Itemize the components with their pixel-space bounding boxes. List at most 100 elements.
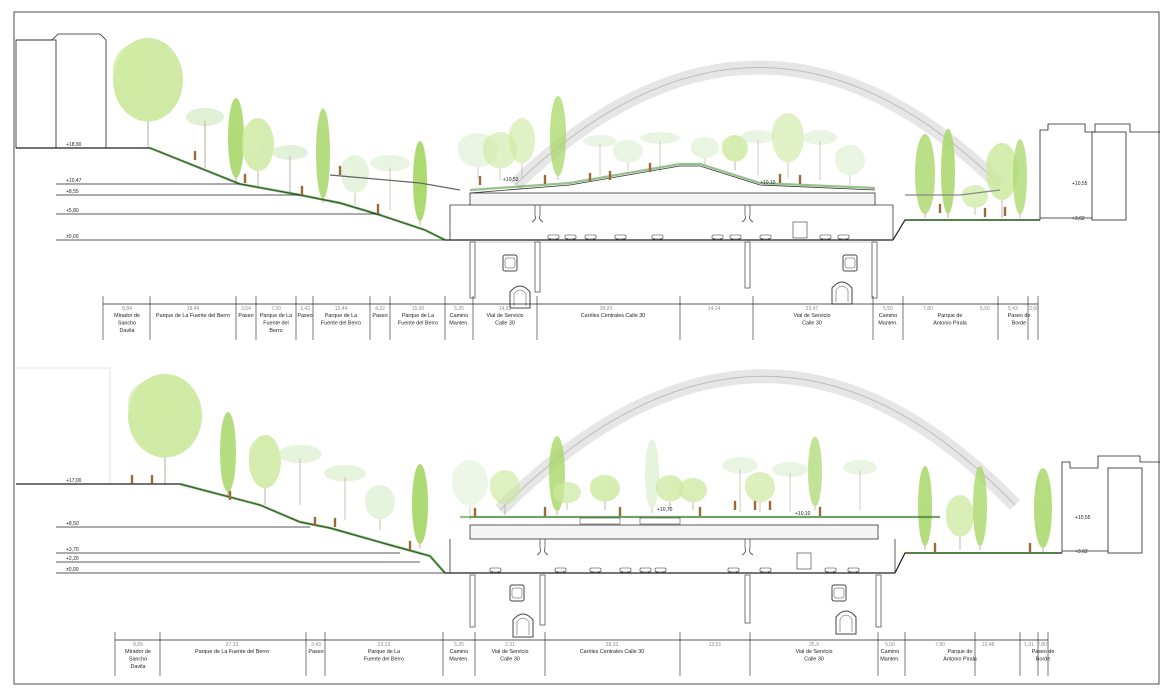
- person-figure: [778, 173, 782, 183]
- level-label: +3,62: [1075, 549, 1088, 555]
- tree: [509, 118, 535, 178]
- zone-label: Paseo: [372, 313, 387, 319]
- vehicle: [589, 567, 602, 574]
- dimension-value: 13,48: [982, 642, 995, 648]
- dimension-value: 5,50: [883, 306, 893, 312]
- section-bottom: +17,00 +8,50 +3,70 +2,20 ±0,00 +10,55 +3…: [16, 367, 1160, 676]
- dimension-value: 8,89: [133, 642, 143, 648]
- tree: [249, 435, 281, 505]
- tree: [918, 466, 932, 550]
- tree: [550, 96, 566, 180]
- dimension-value: 4,32: [375, 306, 385, 312]
- level-label: ±0,00: [66, 234, 79, 240]
- zone-label: Paseo: [297, 313, 312, 319]
- tree: [722, 457, 758, 512]
- bridge-arch-outline: [499, 375, 1016, 511]
- tree: [772, 113, 804, 178]
- person-figure: [798, 174, 802, 184]
- left-building: [16, 367, 111, 484]
- dimension-value: 2,60: [1029, 306, 1039, 312]
- person-figure: [408, 540, 412, 550]
- person-figure: [608, 170, 612, 180]
- vehicle: [711, 234, 724, 241]
- zone-label: Carriles Centrales Calle 30: [581, 313, 645, 319]
- level-label: +10,55: [1072, 181, 1088, 187]
- level-label: +8,50: [66, 521, 79, 527]
- dimension-value: 23,47: [806, 306, 819, 312]
- sheet-border: [13, 11, 1160, 685]
- person-figure: [376, 203, 380, 213]
- tree: [645, 439, 659, 513]
- level-label: +18,90: [66, 142, 82, 148]
- tree: [370, 155, 410, 210]
- vehicle: [792, 221, 808, 239]
- dimension-value: 5,25: [454, 306, 464, 312]
- zone-label: Carriles Centrales Calle 30: [580, 649, 644, 655]
- dimension-value: 7,30: [271, 306, 281, 312]
- zone-label: Parque de La Fuente del Berro: [156, 313, 230, 319]
- tree: [278, 445, 322, 505]
- vehicle: [837, 234, 850, 241]
- tree: [113, 38, 183, 148]
- person-figure: [150, 474, 154, 484]
- person-figure: [300, 185, 304, 195]
- vehicle: [819, 234, 832, 241]
- level-label: +2,20: [66, 556, 79, 562]
- person-figure: [618, 506, 622, 516]
- dimension-value: 14,14: [708, 306, 721, 312]
- dimension-value: 2,80: [1037, 642, 1047, 648]
- dimension-value: 8,84: [122, 306, 132, 312]
- vehicle: [639, 567, 652, 574]
- vehicle: [554, 567, 567, 574]
- dimension-value: 18,46: [187, 306, 200, 312]
- tree: [640, 132, 680, 172]
- vehicle: [727, 567, 740, 574]
- tree: [772, 462, 808, 512]
- person-figure: [333, 517, 337, 527]
- tree: [316, 108, 330, 203]
- dimension-value: 5,43: [1008, 306, 1018, 312]
- person-figure: [193, 150, 197, 160]
- person-figure: [543, 506, 547, 516]
- tree: [656, 475, 684, 510]
- foundation-piles-bottom: [469, 539, 882, 628]
- vehicle: [847, 567, 860, 574]
- dimension-value: 25,9: [809, 642, 819, 648]
- tree: [803, 130, 837, 180]
- pedestrian-ramp-right: [905, 189, 1001, 196]
- dimension-value: 7,80: [935, 642, 945, 648]
- tree: [324, 465, 366, 520]
- dimension-value: 27,33: [226, 642, 239, 648]
- person-figure: [933, 542, 937, 552]
- dimension-value: 5,50: [980, 306, 990, 312]
- vehicles-top: [547, 221, 850, 241]
- bridge-arch-outline: [514, 67, 1001, 186]
- level-label: ±0,00: [66, 567, 79, 573]
- vehicle: [759, 234, 772, 241]
- tree: [613, 140, 643, 170]
- terrain-grass-left: [179, 482, 446, 574]
- tree: [946, 495, 974, 550]
- vegetation-top: [113, 38, 1027, 225]
- vehicle: [584, 234, 597, 241]
- tree: [553, 482, 581, 510]
- vehicle: [547, 234, 560, 241]
- vehicle: [564, 234, 577, 241]
- service-galleries-top: [502, 254, 858, 309]
- zone-label: Paseo: [238, 313, 253, 319]
- tree: [835, 145, 865, 185]
- person-figure: [698, 506, 702, 516]
- level-label: +10,53: [503, 177, 519, 183]
- level-label: +10,10: [795, 511, 811, 517]
- tree: [228, 98, 244, 182]
- tree: [186, 108, 224, 168]
- dimension-value: 15,00: [412, 306, 425, 312]
- zone-label: Parque de La Fuente del Berro: [195, 649, 269, 655]
